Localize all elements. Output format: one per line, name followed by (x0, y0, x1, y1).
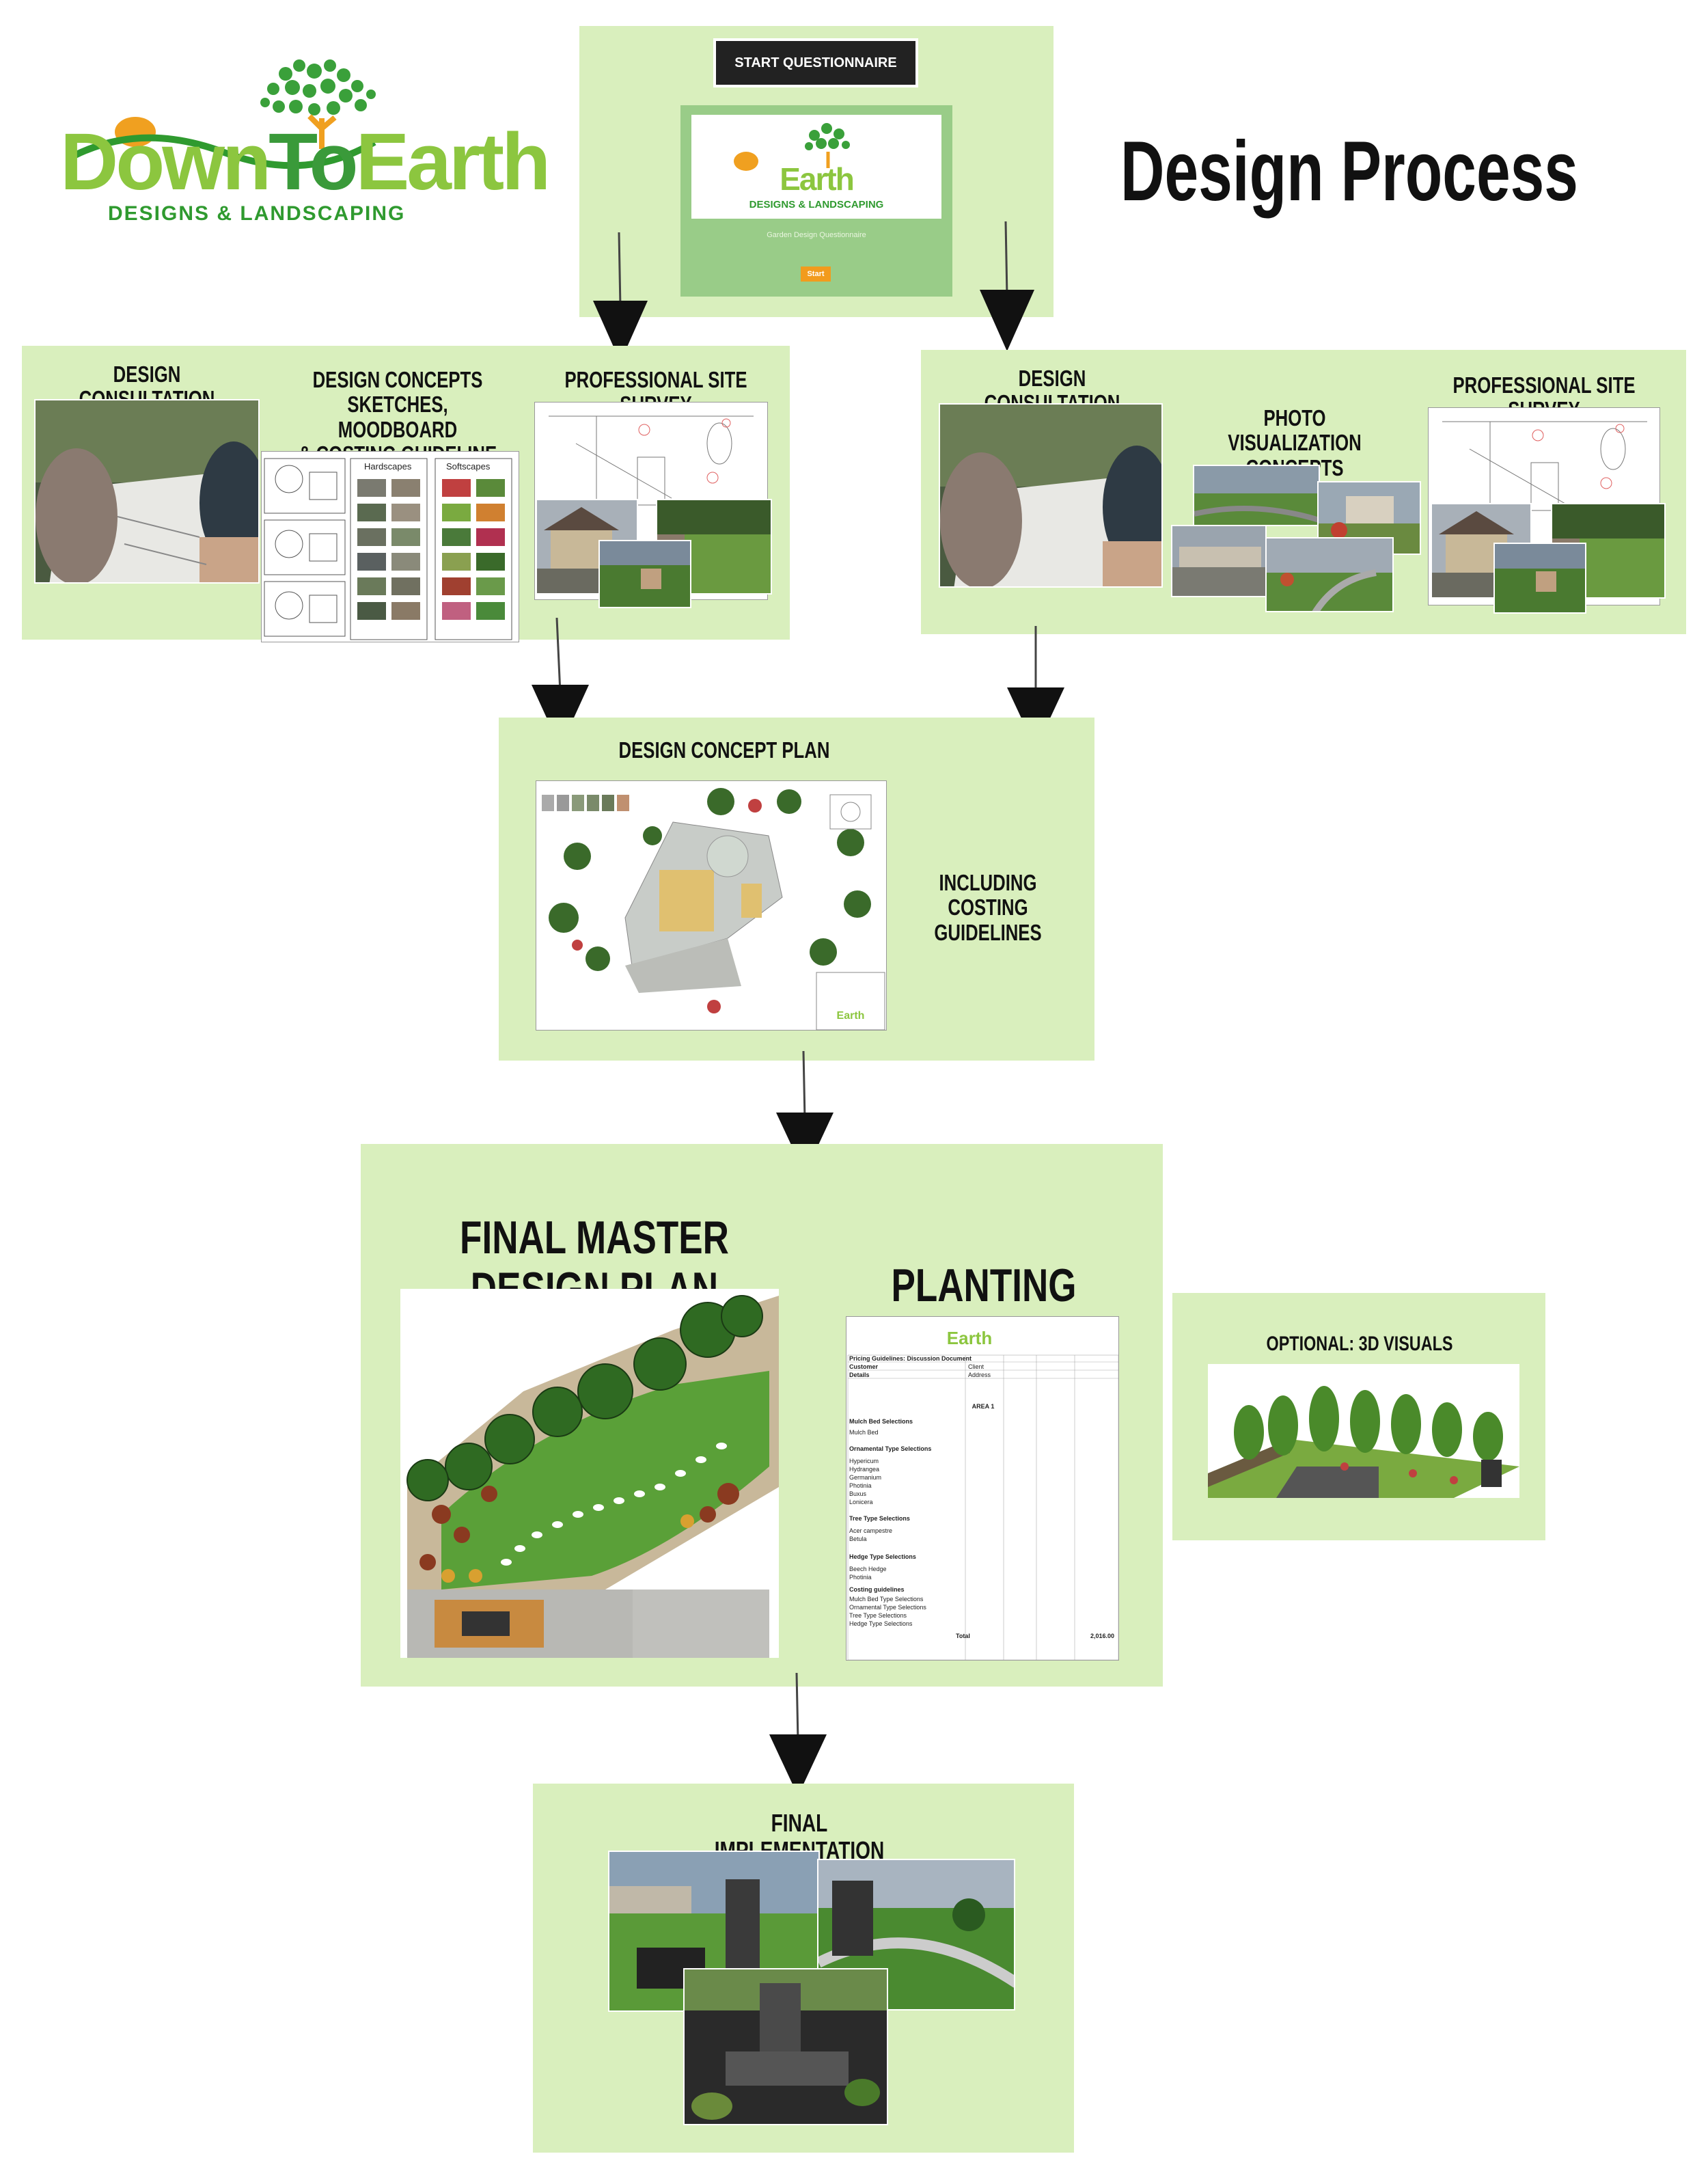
sheet-ornamental-row: Buxus (849, 1490, 867, 1497)
sheet-hedge-row: Beech Hedge (849, 1566, 887, 1572)
implementation-photo-3 (683, 1968, 888, 2125)
sheet-customer-value: Client (968, 1363, 984, 1370)
sheet-details-label: Details (849, 1372, 870, 1378)
optional-3d-title: OPTIONAL: 3D VISUALS (1266, 1333, 1453, 1355)
sheet-tree-label: Tree Type Selections (849, 1515, 910, 1522)
consultation-photo (34, 399, 260, 584)
sheet-details-value: Address (968, 1372, 991, 1378)
hardscapes-label: Hardscapes (364, 461, 412, 472)
visualization-photo-3 (1171, 525, 1267, 597)
logo-text-earth: Earth (355, 117, 551, 207)
arrow-down-icon (769, 1673, 827, 1796)
logo-tagline: DESIGNS & LANDSCAPING (108, 202, 406, 225)
sheet-ornamental-row: Hydrangea (849, 1466, 879, 1473)
concept-plan-drawing: Earth (536, 780, 887, 1031)
sheet-costing-row: Ornamental Type Selections (849, 1604, 926, 1611)
arrow-down-icon (980, 221, 1034, 351)
sheet-logo: Earth (947, 1328, 992, 1348)
visualization-photo-1 (1193, 465, 1320, 526)
sheet-ornamental-row: Lonicera (849, 1499, 873, 1505)
preview-start-button[interactable]: Start (801, 267, 831, 282)
preview-logo-icon: Earth DESIGNS & LANDSCAPING (734, 123, 884, 210)
material-swatches (542, 795, 629, 811)
sheet-costing-row: Tree Type Selections (849, 1612, 907, 1619)
preview-logo-tagline: DESIGNS & LANDSCAPING (749, 199, 884, 210)
sheet-hedge-label: Hedge Type Selections (849, 1553, 916, 1560)
sheet-total-value: 2,016.00 (1090, 1633, 1114, 1639)
site-photo-garden (1493, 543, 1586, 614)
sheet-ornamental-row: Germanium (849, 1474, 881, 1481)
sheet-costing-row: Hedge Type Selections (849, 1620, 913, 1627)
consultation-photo (939, 403, 1163, 588)
master-plan-drawing (400, 1289, 779, 1658)
preview-logo-wordmark: Earth (780, 161, 853, 197)
questionnaire-preview: Earth DESIGNS & LANDSCAPING Garden Desig… (680, 105, 952, 297)
logo-tree-icon (72, 59, 376, 169)
sheet-customer-label: Customer (849, 1363, 879, 1370)
sheet-tree-row: Acer campestre (849, 1527, 892, 1534)
sheet-mulch-label: Mulch Bed Selections (849, 1418, 913, 1425)
concept-plan-logo: Earth (837, 1010, 865, 1022)
sheet-total-label: Total (956, 1633, 970, 1639)
sheet-tree-row: Betula (849, 1536, 867, 1542)
site-photo-garden (598, 540, 691, 608)
start-questionnaire-button[interactable]: START QUESTIONNAIRE (713, 38, 918, 87)
softscape-swatches (442, 479, 505, 620)
sheet-ornamental-row: Hypericum (849, 1458, 879, 1464)
softscapes-label: Softscapes (446, 461, 491, 472)
sheet-area: AREA 1 (972, 1403, 995, 1410)
sheet-costing-row: Mulch Bed Type Selections (849, 1596, 924, 1603)
sheet-title: Pricing Guidelines: Discussion Document (849, 1355, 972, 1362)
visualization-photo-4 (1265, 537, 1394, 612)
logo-text-down: Down (60, 117, 271, 207)
company-logo: DownToEarth DESIGNS & LANDSCAPING (60, 53, 551, 231)
sheet-costing-label: Costing guidelines (849, 1586, 905, 1593)
arrow-down-icon (776, 1051, 834, 1174)
logo-text-to: To (268, 117, 358, 207)
sheet-mulch-row: Mulch Bed (849, 1429, 879, 1436)
sheet-hedge-row: Photinia (849, 1574, 872, 1581)
arrow-down-icon (593, 232, 648, 362)
preview-logo-card: Earth DESIGNS & LANDSCAPING (691, 115, 941, 219)
3d-visual-render (1208, 1364, 1519, 1498)
planting-plan-sheet: Earth Pricing Guidelines: Discussion Doc… (846, 1316, 1119, 1661)
concept-plan-title: DESIGN CONCEPT PLAN (618, 737, 830, 763)
concept-sketch-sheet: Hardscapes Softscapes (261, 451, 519, 642)
page-title: Design Process (1120, 124, 1578, 219)
concept-plan-note: INCLUDING COSTING GUIDELINES (934, 870, 1042, 945)
sheet-ornamental-row: Photinia (849, 1482, 872, 1489)
hardscape-swatches (357, 479, 420, 620)
sheet-ornamental-label: Ornamental Type Selections (849, 1445, 931, 1452)
preview-subtitle: Garden Design Questionnaire (767, 231, 866, 239)
arrow-down-icon (532, 618, 589, 748)
